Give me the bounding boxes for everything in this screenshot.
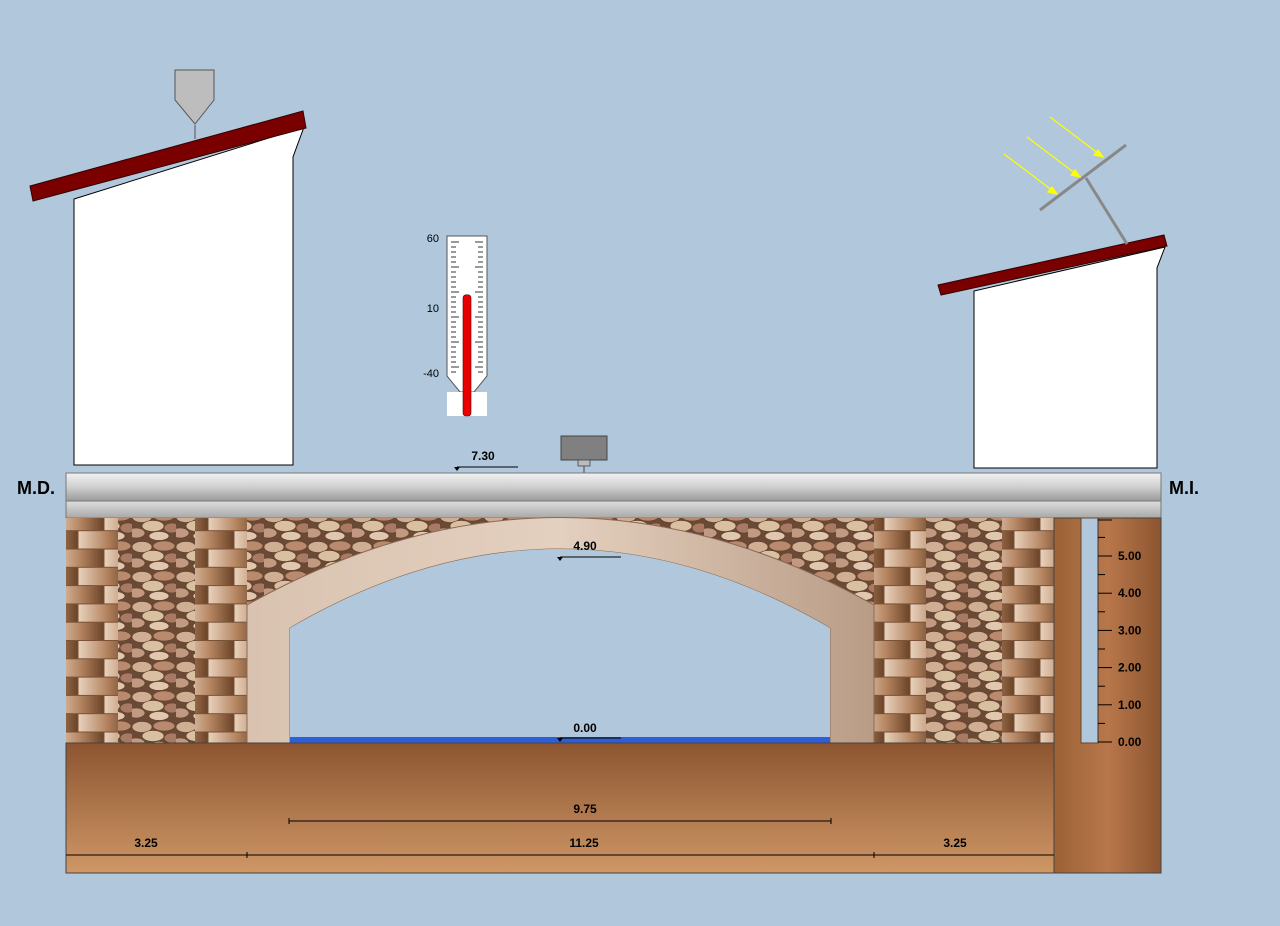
bridge-deck [65, 472, 1162, 519]
right-quoin-inner [874, 518, 926, 743]
tv-antenna-icon [1003, 116, 1129, 245]
thermometer-scale [451, 241, 483, 373]
right-house [937, 116, 1168, 469]
gauge-tick-label: 5.00 [1118, 549, 1142, 563]
left-house [29, 69, 307, 466]
left-bank-label: M.D. [17, 478, 55, 498]
left-quoin-inner [195, 518, 247, 743]
gauge-scale: 0.00 1.00 2.00 3.00 4.00 5.00 [1098, 519, 1142, 749]
right-house-wall [973, 246, 1166, 469]
left-house-roof [29, 110, 307, 202]
gauge-tick-label: 3.00 [1118, 623, 1142, 637]
gauge-pier [1053, 517, 1162, 874]
thermometer-mercury [462, 294, 472, 417]
left-span-label: 3.25 [134, 836, 158, 850]
inner-span-label: 9.75 [573, 802, 597, 816]
deck-level-label: 7.30 [471, 449, 495, 463]
right-house-roof [937, 234, 1168, 296]
water-level-marker: 0.00 [557, 721, 621, 742]
gauge-tick-label: 4.00 [1118, 586, 1142, 600]
gauge-tick-label: 0.00 [1118, 735, 1142, 749]
therm-label-bottom: -40 [423, 368, 439, 380]
river-bed [65, 742, 1055, 874]
bridge-arch [246, 517, 875, 744]
weather-vane-icon [174, 69, 215, 139]
right-quoin-outer [1002, 518, 1054, 743]
inner-span-dimension: 9.75 [288, 802, 832, 824]
right-bank-label: M.I. [1169, 478, 1199, 498]
gauge-tick-label: 2.00 [1118, 661, 1142, 675]
middle-span-label: 11.25 [569, 836, 599, 850]
therm-label-top: 60 [427, 233, 439, 245]
gauge-tick-label: 1.00 [1118, 698, 1142, 712]
deck-sensor-icon [560, 435, 608, 473]
deck-level-marker: 7.30 [454, 449, 518, 471]
arch-level-label: 4.90 [573, 539, 597, 553]
right-span-label: 3.25 [943, 836, 967, 850]
water-level-label: 0.00 [573, 721, 597, 735]
arch-level-marker: 4.90 [557, 539, 621, 561]
total-span-dimension: 3.25 11.25 3.25 [66, 836, 1054, 858]
thermometer-icon: 60 10 -40 [423, 233, 488, 417]
left-quoin-outer [66, 518, 118, 743]
therm-label-mid: 10 [427, 303, 439, 315]
